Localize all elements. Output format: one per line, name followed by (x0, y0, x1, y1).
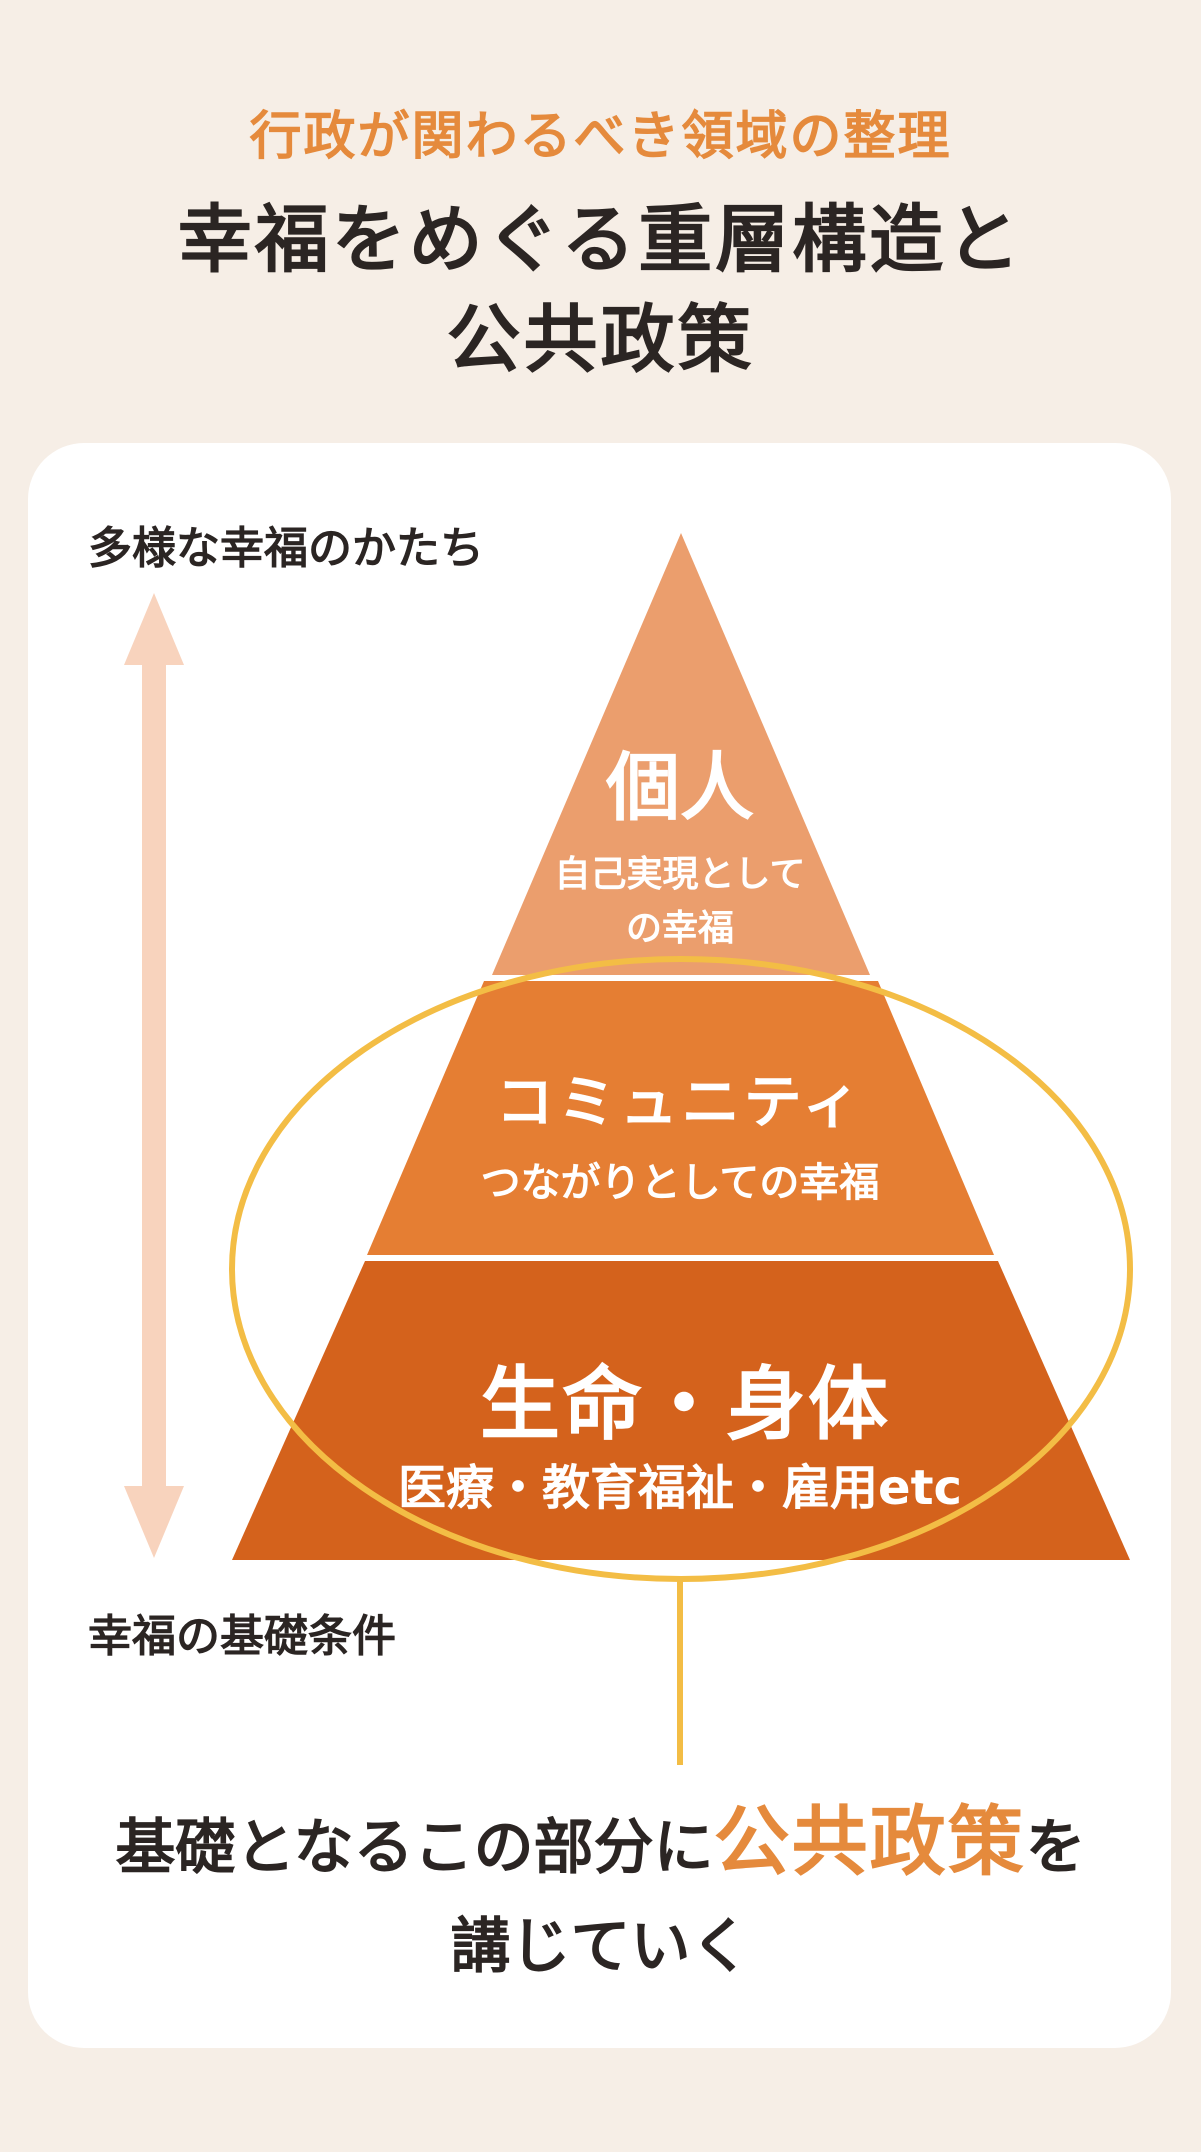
axis-top-label: 多様な幸福のかたち (88, 523, 484, 574)
tier-individual-title: 個人 (606, 745, 754, 831)
tier-individual-subtitle-text: 自己実現としての幸福 (554, 854, 806, 949)
pyramid-tier-community (367, 981, 994, 1255)
axis-double-arrow-icon (124, 593, 184, 1558)
tier-individual-subtitle: 自己実現としての幸福 (480, 848, 880, 956)
axis-bottom-label: 幸福の基礎条件 (88, 1611, 396, 1662)
page-title-line-2: 公共政策 (446, 297, 755, 383)
header-subtitle: 行政が関わるべき領域の整理 (249, 107, 952, 167)
tier-community-title: コミュニティ (495, 1068, 865, 1136)
tier-life-body-subtitle: 医療・教育福祉・雇用etc (398, 1460, 962, 1516)
pyramid-tier-individual (492, 533, 870, 975)
tier-community-subtitle: つながりとしての幸福 (480, 1160, 880, 1206)
conclusion-line-2: 講じていく (450, 1912, 751, 1982)
tier-life-body-title: 生命・身体 (480, 1358, 890, 1451)
axis-arrow-head-up (124, 593, 184, 665)
axis-arrow-head-down (124, 1486, 184, 1558)
page-title: 幸福をめぐる重層構造と 公共政策 (0, 190, 1201, 390)
pyramid-tier-life-body (232, 1261, 1130, 1560)
conclusion-highlight: 公共政策 (713, 1797, 1026, 1886)
conclusion-prefix: 基礎となるこの部分に (115, 1813, 714, 1883)
conclusion-suffix: を (1025, 1813, 1086, 1883)
axis-arrow-shaft (142, 660, 166, 1492)
foundation-highlight-ellipse (229, 956, 1133, 1582)
page-title-line-1: 幸福をめぐる重層構造と (177, 197, 1024, 283)
conclusion-line-1: 基礎となるこの部分に公共政策を (0, 1797, 1201, 1893)
